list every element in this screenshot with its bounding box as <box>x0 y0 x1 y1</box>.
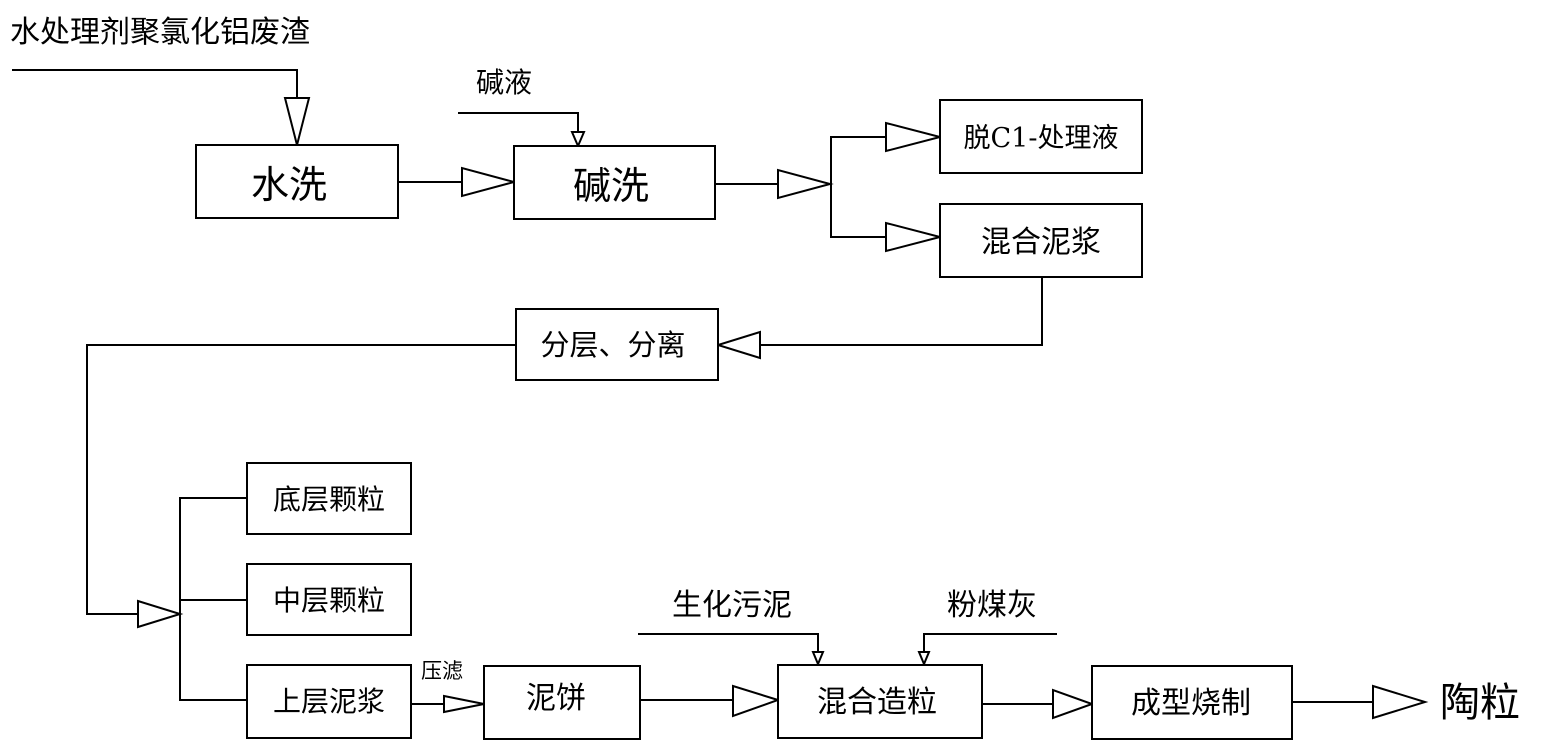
mixed-slurry-label: 混合泥浆 <box>981 225 1101 260</box>
arrow-to-split <box>777 168 834 200</box>
arrow-into-mixed-slurry <box>885 221 944 253</box>
layer-separation-box: 分层、分离 <box>515 308 719 381</box>
fly-ash-label: 粉煤灰 <box>947 588 1037 623</box>
arrow-fly-ash-in <box>917 651 931 667</box>
mud-cake-box: 泥饼 <box>483 665 641 740</box>
water-wash-box: 水洗 <box>195 144 399 219</box>
arrow-into-dechlorination <box>885 121 944 153</box>
water-wash-label: 水洗 <box>251 163 327 207</box>
ceramsite-output-label: 陶粒 <box>1440 680 1520 726</box>
arrow-into-mud-cake <box>443 694 485 714</box>
bio-sludge-label: 生化污泥 <box>672 588 792 623</box>
middle-particles-label: 中层颗粒 <box>273 584 385 617</box>
arrow-to-output <box>1372 684 1429 720</box>
raw-material-label: 水处理剂聚氯化铝废渣 <box>10 15 310 50</box>
middle-particles-box: 中层颗粒 <box>246 563 412 636</box>
dechlorination-liquid-label: 脱C1-处理液 <box>964 123 1119 154</box>
raw-material-feed-line <box>12 69 298 98</box>
alkali-wash-label: 碱洗 <box>573 164 649 208</box>
arrow-into-forming <box>1052 688 1095 720</box>
connector-slurry-to-separation <box>760 277 1043 346</box>
connector-split-branches <box>830 136 886 238</box>
forming-firing-box: 成型烧制 <box>1091 665 1293 740</box>
arrow-into-separation <box>714 330 761 360</box>
arrow-bio-sludge-in <box>811 651 825 667</box>
mixed-slurry-box: 混合泥浆 <box>939 203 1143 278</box>
arrow-into-alkali-wash <box>461 166 518 198</box>
alkali-liquid-label: 碱液 <box>476 66 532 99</box>
bottom-particles-box: 底层颗粒 <box>246 462 412 535</box>
arrow-into-layers <box>137 599 184 629</box>
bio-sludge-feed-line <box>638 633 819 652</box>
filter-press-label: 压滤 <box>421 659 463 683</box>
upper-slurry-label: 上层泥浆 <box>273 685 385 718</box>
alkali-wash-box: 碱洗 <box>513 145 716 220</box>
connector-separation-to-layers <box>86 344 516 615</box>
fly-ash-feed-line <box>923 633 1057 652</box>
arrow-into-water-wash <box>283 97 311 146</box>
arrow-into-mix <box>732 684 782 718</box>
mix-granulation-label: 混合造粒 <box>817 685 937 720</box>
forming-firing-label: 成型烧制 <box>1131 686 1251 721</box>
bottom-particles-label: 底层颗粒 <box>273 483 385 516</box>
layer-separation-label: 分层、分离 <box>540 328 685 362</box>
mix-granulation-box: 混合造粒 <box>777 664 983 739</box>
dechlorination-liquid-box: 脱C1-处理液 <box>939 99 1143 174</box>
upper-slurry-box: 上层泥浆 <box>246 664 412 739</box>
mud-cake-label: 泥饼 <box>526 681 586 716</box>
alkali-liquid-feed-line <box>458 112 579 138</box>
arrow-alkali-liquid-in <box>570 131 586 149</box>
